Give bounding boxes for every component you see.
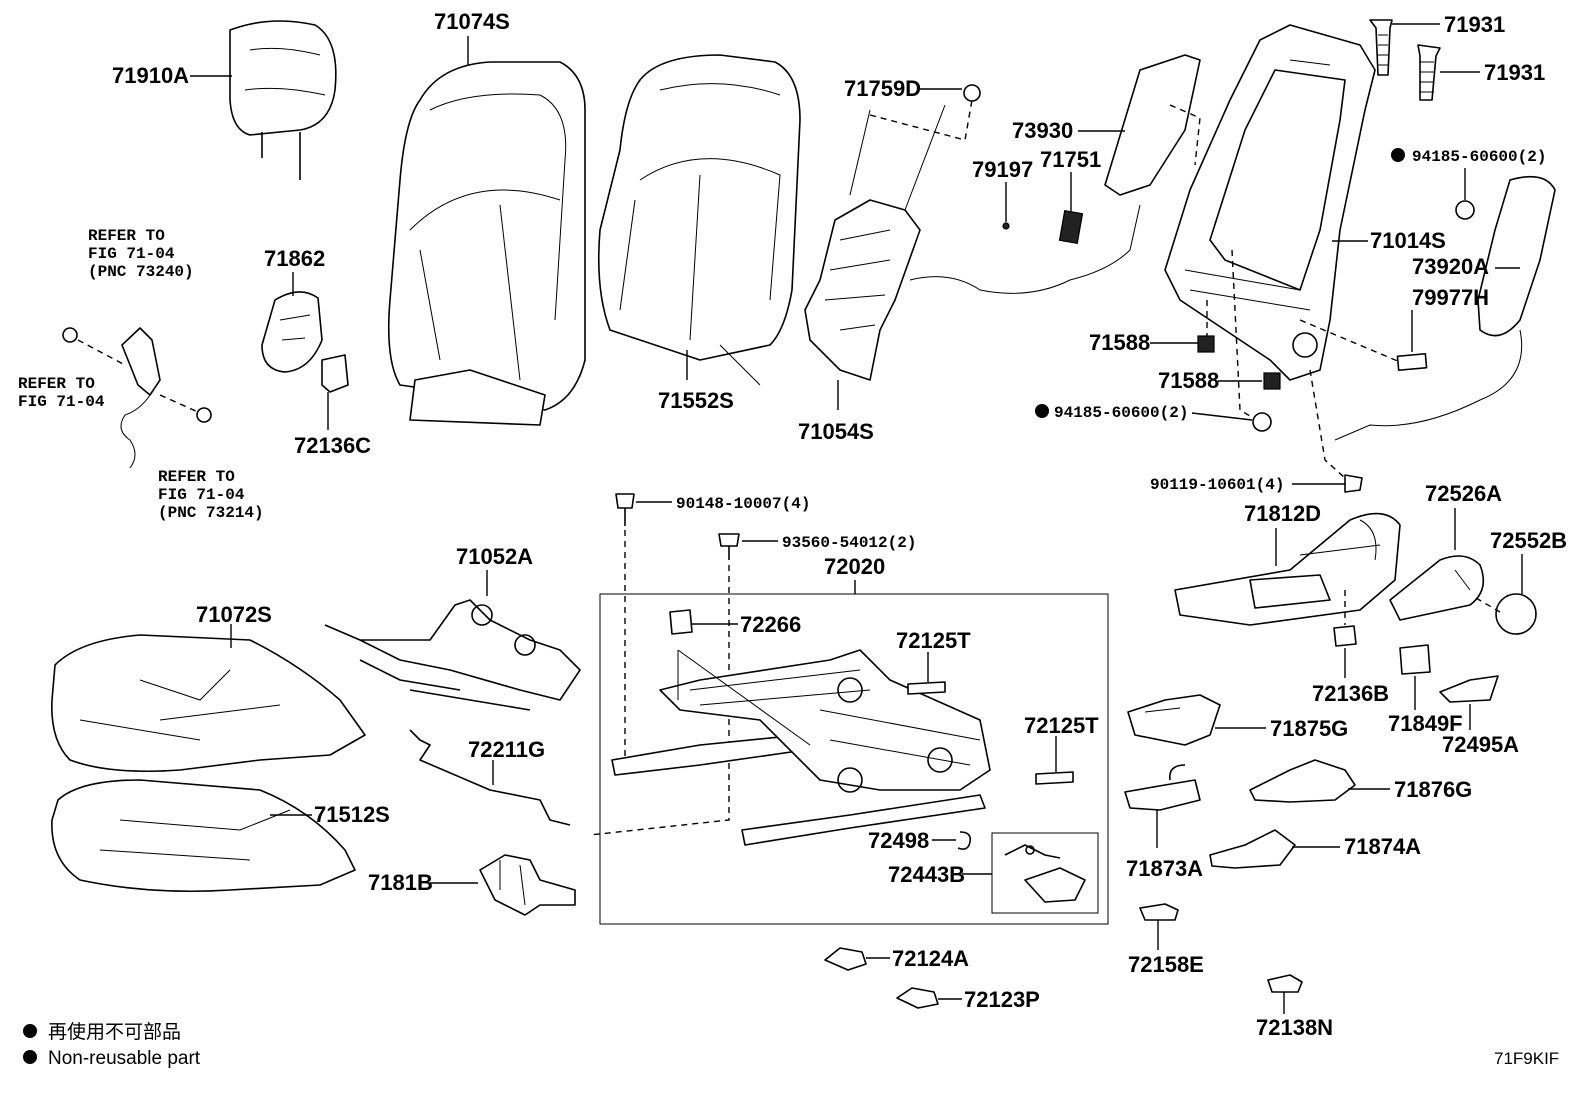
ref1-line1: REFER TO [88, 227, 165, 245]
label-seatback-frame: 71014S [1370, 228, 1446, 253]
cover-72124a-part [824, 947, 867, 971]
ref1-line3: (PNC 73240) [88, 263, 194, 281]
label-clip-72138n: 72138N [1256, 1015, 1333, 1040]
seat-adjuster-part [611, 649, 991, 846]
legend-bullet-en [23, 1050, 37, 1064]
side-shield-part [1174, 512, 1401, 626]
cover-71876g-part [1249, 759, 1356, 803]
label-clip-71588-a: 71588 [1089, 330, 1150, 355]
label-cover-72495a: 72495A [1442, 732, 1519, 757]
bracket-7181b-part [479, 854, 576, 916]
label-side-airbag: 73920A [1412, 254, 1489, 279]
lumbar-frame-part [804, 84, 981, 381]
recliner-knob-part [1389, 555, 1485, 621]
label-cover-71874a: 71874A [1344, 834, 1421, 859]
label-back-board: 73930 [1012, 118, 1073, 143]
figure-code: 71F9KIF [1494, 1049, 1559, 1068]
label-nut-mid: 94185-60600(2) [1054, 404, 1188, 422]
label-bolt-90119: 90119-10601(4) [1150, 476, 1284, 494]
label-clip-72158e: 72158E [1128, 952, 1204, 977]
back-board-part [1104, 54, 1201, 196]
legend-bullet-jp [23, 1024, 37, 1038]
cover-72495a-part [1439, 675, 1499, 703]
cover-71873a-part [1124, 764, 1201, 811]
label-guide-1: 71931 [1444, 12, 1505, 37]
adjuster-assy-box [599, 593, 1109, 925]
clip-72138n-part [1267, 974, 1303, 993]
label-bolt-90148: 90148-10007(4) [676, 495, 810, 513]
label-clip-72125t-a: 72125T [896, 628, 971, 653]
ref2-line1: REFER TO [18, 375, 95, 393]
label-clip-72136c: 72136C [294, 433, 371, 458]
label-cap: 72552B [1490, 528, 1567, 553]
clip-72158e-part [1139, 903, 1179, 921]
cover-71849f-part [1399, 644, 1431, 675]
holder-71862-part [261, 291, 323, 373]
label-79977h: 79977H [1412, 285, 1489, 310]
ref3-line2: FIG 71-04 [158, 486, 245, 504]
non-reusable-marker-2 [1035, 404, 1049, 418]
seatback-frame-part [1164, 24, 1376, 381]
label-seatback-pad: 71552S [658, 388, 734, 413]
label-lumbar-wire: 71759D [844, 76, 921, 101]
cushion-cover-part [51, 634, 366, 773]
cover-72123p-part [896, 987, 939, 1009]
seat-heater-switch-part [62, 327, 212, 469]
seatback-cover-part [387, 61, 586, 426]
ref3-line3: (PNC 73214) [158, 504, 264, 522]
label-cover-71875g: 71875G [1270, 716, 1348, 741]
link-72443b-box [991, 832, 1099, 914]
seatback-pad-part [597, 54, 801, 386]
label-cushion-pad: 71512S [314, 802, 390, 827]
rod-72211g-part [409, 729, 571, 826]
ref1-line2: FIG 71-04 [88, 245, 175, 263]
non-reusable-marker [1391, 148, 1405, 162]
label-clip-71588-b: 71588 [1158, 368, 1219, 393]
label-bracket: 7181B [368, 870, 433, 895]
legend-en: Non-reusable part [48, 1048, 201, 1069]
cover-71874a-part [1209, 829, 1296, 869]
side-airbag-part [1334, 175, 1556, 441]
label-clip-79197: 79197 [972, 157, 1033, 182]
label-seatback-cover: 71074S [434, 9, 510, 34]
label-clip-72136b: 72136B [1312, 681, 1389, 706]
label-clip-71751: 71751 [1040, 147, 1101, 172]
label-cushion-cover: 71072S [196, 602, 272, 627]
label-adjuster-assy: 72020 [824, 554, 885, 579]
headrest-part [229, 20, 337, 180]
label-nut-top: 94185-60600(2) [1412, 148, 1546, 166]
label-holder-71862: 71862 [264, 246, 325, 271]
cushion-spring-part [324, 599, 581, 711]
label-headrest: 71910A [112, 63, 189, 88]
label-link-72443b: 72443B [888, 862, 965, 887]
label-clip-72125t-b: 72125T [1024, 713, 1099, 738]
label-recliner-knob: 72526A [1425, 481, 1502, 506]
label-cover-71849f: 71849F [1388, 711, 1463, 736]
label-spring: 71052A [456, 544, 533, 569]
label-bolt-93560: 93560-54012(2) [782, 534, 916, 552]
bolt-90148-part [615, 493, 635, 526]
label-back-frame-sub: 71054S [798, 419, 874, 444]
label-side-shield: 71812D [1244, 501, 1321, 526]
legend-jp: 再使用不可部品 [48, 1021, 181, 1043]
headrest-guide-2 [1417, 44, 1441, 101]
cap-72552b-part [1495, 593, 1537, 635]
headrest-guide-1 [1369, 19, 1393, 76]
label-cover-72123p: 72123P [964, 987, 1040, 1012]
bolt-93560-part [718, 533, 740, 560]
label-guide-2: 71931 [1484, 60, 1545, 85]
cushion-pad-part [51, 779, 356, 893]
label-spring-72498: 72498 [868, 828, 929, 853]
label-clip-72266: 72266 [740, 612, 801, 637]
ref2-line2: FIG 71-04 [18, 393, 105, 411]
label-rod: 72211G [468, 737, 545, 762]
cover-71875g-part [1127, 694, 1221, 746]
label-cover-72124a: 72124A [892, 946, 969, 971]
label-cover-71873a: 71873A [1126, 856, 1203, 881]
label-cover-71876g: 71876G [1394, 777, 1472, 802]
link-72443b-part [1004, 844, 1086, 903]
ref3-line1: REFER TO [158, 468, 235, 486]
